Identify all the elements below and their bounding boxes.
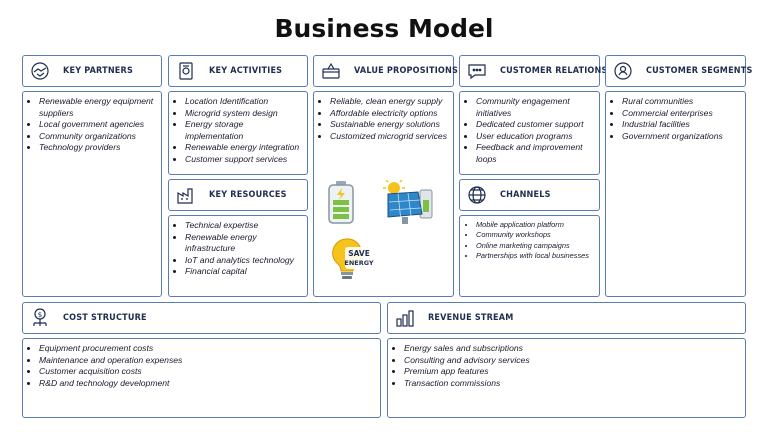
key-resources-list: Technical expertise Renewable energy inf…: [173, 220, 303, 278]
key-resources-title: KEY RESOURCES: [209, 190, 287, 200]
save-energy-bulb-icon: SAVE ENERGY: [332, 238, 374, 279]
list-item: IoT and analytics technology: [185, 255, 303, 267]
list-item: Renewable energy integration: [185, 142, 303, 154]
value-propositions-list: Reliable, clean energy supply Affordable…: [318, 96, 449, 142]
list-item: Energy storage implementation: [185, 119, 303, 142]
factory-icon: [175, 184, 197, 206]
channels-title: CHANNELS: [500, 190, 551, 200]
revenue-stream-header: REVENUE STREAM: [387, 302, 746, 334]
list-item: Energy sales and subscriptions: [404, 343, 741, 355]
handshake-icon: [29, 60, 51, 82]
customer-relationship-header: CUSTOMER RELATIONSHIP: [459, 55, 624, 87]
value-propositions-header: VALUE PROPOSITIONS: [313, 55, 458, 87]
list-item: Equipment procurement costs: [39, 343, 209, 355]
channels-list: Mobile application platform Community wo…: [464, 220, 595, 262]
customer-segments-header: CUSTOMER SEGMENTS: [605, 55, 752, 87]
bar-chart-icon: [394, 307, 416, 329]
list-item: User education programs: [476, 131, 595, 143]
list-item: Financial capital: [185, 266, 303, 278]
list-item: Renewable energy infrastructure: [185, 232, 303, 255]
key-activities-list: Location Identification Microgrid system…: [173, 96, 303, 166]
customer-segments-box: Rural communities Commercial enterprises…: [605, 91, 746, 297]
list-item: R&D and technology development: [39, 378, 209, 390]
bulb-text-save: SAVE: [348, 249, 370, 258]
list-item: Customer acquisition costs: [39, 366, 209, 378]
revenue-stream-list: Energy sales and subscriptions Consultin…: [392, 343, 741, 389]
key-activities-box: Location Identification Microgrid system…: [168, 91, 308, 175]
list-item: Consulting and advisory services: [404, 355, 741, 367]
list-item: Maintenance and operation expenses: [39, 355, 209, 367]
list-item: Local government agencies: [39, 119, 157, 131]
list-item: Transaction commissions: [404, 378, 741, 390]
list-item: Commercial enterprises: [622, 108, 741, 120]
list-item: Mobile application platform: [476, 220, 595, 230]
channels-box: Mobile application platform Community wo…: [459, 215, 600, 297]
list-item: Rural communities: [622, 96, 741, 108]
key-activities-title: KEY ACTIVITIES: [209, 66, 283, 76]
svg-text:$: $: [38, 311, 42, 319]
list-item: Affordable electricity options: [330, 108, 449, 120]
customer-relationship-list: Community engagement initiatives Dedicat…: [464, 96, 595, 166]
cost-structure-box: Equipment procurement costs Maintenance …: [22, 338, 381, 418]
list-item: Microgrid system design: [185, 108, 303, 120]
list-item: Reliable, clean energy supply: [330, 96, 449, 108]
cost-structure-list: Equipment procurement costs Maintenance …: [27, 343, 209, 389]
page-title: Business Model: [274, 14, 494, 43]
customer-segments-list: Rural communities Commercial enterprises…: [610, 96, 741, 142]
list-item: Government organizations: [622, 131, 741, 143]
target-user-icon: [612, 60, 634, 82]
key-partners-title: KEY PARTNERS: [63, 66, 133, 76]
key-partners-list: Renewable energy equipment suppliers Loc…: [27, 96, 157, 154]
list-item: Technical expertise: [185, 220, 303, 232]
key-resources-header: KEY RESOURCES: [168, 179, 308, 211]
value-propositions-title: VALUE PROPOSITIONS: [354, 66, 459, 76]
list-item: Renewable energy equipment suppliers: [39, 96, 157, 119]
globe-network-icon: [466, 184, 488, 206]
list-item: Online marketing campaigns: [476, 241, 595, 251]
list-item: Industrial facilities: [622, 119, 741, 131]
channels-header: CHANNELS: [459, 179, 600, 211]
list-item: Customer support services: [185, 154, 303, 166]
solar-panel-icon: [383, 180, 433, 224]
key-partners-header: KEY PARTNERS: [22, 55, 162, 87]
list-item: Partnerships with local businesses: [476, 251, 595, 261]
revenue-stream-box: Energy sales and subscriptions Consultin…: [387, 338, 746, 418]
list-item: Technology providers: [39, 142, 157, 154]
revenue-stream-title: REVENUE STREAM: [428, 313, 514, 323]
list-item: Sustainable energy solutions: [330, 119, 449, 131]
list-item: Community organizations: [39, 131, 157, 143]
list-item: Customized microgrid services: [330, 131, 449, 143]
battery-icon: [328, 181, 354, 224]
list-item: Premium app features: [404, 366, 741, 378]
key-partners-box: Renewable energy equipment suppliers Loc…: [22, 91, 162, 297]
customer-segments-title: CUSTOMER SEGMENTS: [646, 66, 753, 76]
customer-relationship-title: CUSTOMER RELATIONSHIP: [500, 66, 624, 76]
value-propositions-box: Reliable, clean energy supply Affordable…: [313, 91, 454, 297]
bulb-text-energy: ENERGY: [344, 259, 374, 267]
list-item: Dedicated customer support: [476, 119, 595, 131]
gift-box-icon: [320, 60, 342, 82]
checklist-icon: [175, 60, 197, 82]
list-item: Location Identification: [185, 96, 303, 108]
cost-structure-title: COST STRUCTURE: [63, 313, 147, 323]
list-item: Community workshops: [476, 230, 595, 240]
cost-structure-header: $ COST STRUCTURE: [22, 302, 381, 334]
list-item: Community engagement initiatives: [476, 96, 595, 119]
list-item: Feedback and improvement loops: [476, 142, 595, 165]
key-activities-header: KEY ACTIVITIES: [168, 55, 308, 87]
chat-bubble-icon: [466, 60, 488, 82]
key-resources-box: Technical expertise Renewable energy inf…: [168, 215, 308, 297]
customer-relationship-box: Community engagement initiatives Dedicat…: [459, 91, 600, 175]
dollar-network-icon: $: [29, 307, 51, 329]
